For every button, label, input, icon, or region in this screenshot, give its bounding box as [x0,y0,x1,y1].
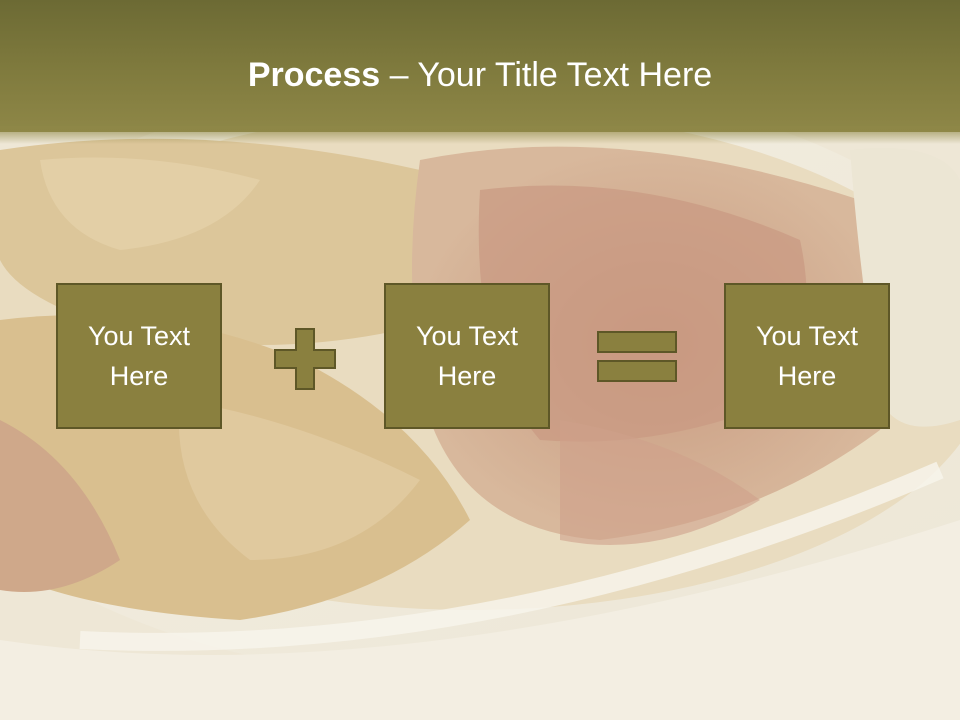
plus-icon [274,328,336,390]
slide-title[interactable]: Process – Your Title Text Here [0,54,960,96]
process-box-2[interactable]: You Text Here [384,283,550,429]
equals-icon [597,331,677,382]
process-box-3-text: You Text Here [755,321,859,391]
process-box-2-text: You Text Here [415,321,519,391]
title-bold: Process [247,56,381,94]
title-bar [0,0,960,132]
process-box-3[interactable]: You Text Here [724,283,890,429]
title-bar-fade [0,126,960,144]
process-box-1-text: You Text Here [87,321,191,391]
process-box-1[interactable]: You Text Here [56,283,222,429]
title-rest: – Your Title Text Here [380,56,713,94]
